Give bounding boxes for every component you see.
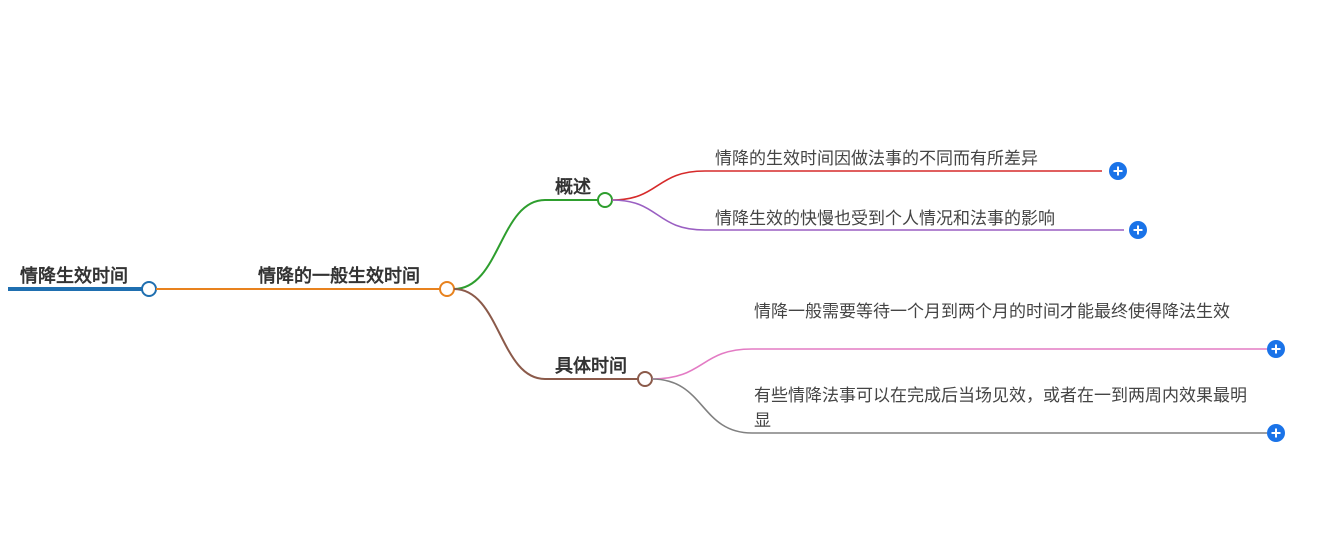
leaf-topic[interactable]: 有些情降法事可以在完成后当场见效，或者在一到两周内效果最明显	[754, 386, 1247, 431]
leaf-topic[interactable]: 情降一般需要等待一个月到两个月的时间才能最终使得降法生效	[754, 302, 1230, 322]
root-collapse-node[interactable]	[141, 281, 157, 297]
leaf-connector	[611, 170, 1102, 201]
plus-circle-icon[interactable]	[1267, 424, 1285, 442]
leaf-topic[interactable]: 情降生效的快慢也受到个人情况和法事的影响	[715, 209, 1055, 229]
branch-time-topic[interactable]: 具体时间	[555, 356, 627, 377]
leaf-connector	[651, 348, 1267, 380]
plus-circle-icon[interactable]	[1267, 340, 1285, 358]
root-topic[interactable]: 情降生效时间	[20, 266, 128, 287]
branch-time-connector	[453, 288, 638, 380]
level1-topic[interactable]: 情降的一般生效时间	[258, 266, 420, 287]
leaf-topic[interactable]: 情降的生效时间因做法事的不同而有所差异	[715, 149, 1038, 169]
branch-overview-collapse-node[interactable]	[597, 192, 613, 208]
leaf-connector	[611, 199, 1124, 231]
branch-overview-connector	[453, 199, 598, 290]
branch-time-collapse-node[interactable]	[637, 371, 653, 387]
branch-overview-topic[interactable]: 概述	[555, 177, 591, 198]
plus-circle-icon[interactable]	[1109, 162, 1127, 180]
plus-circle-icon[interactable]	[1129, 221, 1147, 239]
level1-collapse-node[interactable]	[439, 281, 455, 297]
leaf-connector	[651, 378, 1267, 434]
